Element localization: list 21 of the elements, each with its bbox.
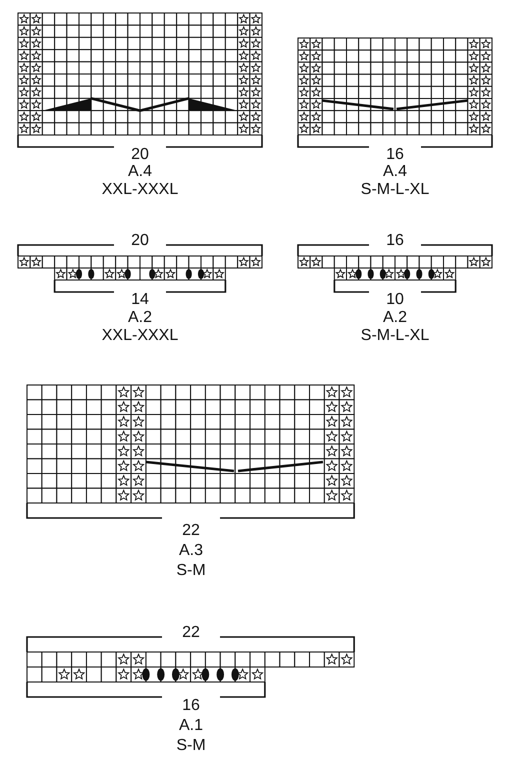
stitch-count: 10	[386, 292, 404, 308]
stitch-count: 16	[386, 147, 404, 163]
stitch-count: 14	[131, 292, 149, 308]
chart-name: A.4	[383, 164, 407, 180]
stitch-count: 16	[386, 233, 404, 249]
chart-name: A.2	[383, 310, 407, 326]
stitch-count: 22	[182, 625, 200, 641]
chart-name: A.2	[128, 310, 152, 326]
size-range: S-M-L-XL	[360, 328, 430, 344]
stitch-count: 20	[131, 147, 149, 163]
size-range: S-M-L-XL	[360, 182, 430, 198]
size-range: S-M	[176, 738, 206, 754]
chart-name: A.1	[179, 718, 203, 734]
size-range: S-M	[176, 563, 206, 579]
stitch-count: 22	[182, 523, 200, 539]
size-range: XXL-XXXL	[102, 328, 178, 344]
size-range: XXL-XXXL	[102, 182, 178, 198]
stitch-count: 16	[182, 698, 200, 714]
chart-name: A.4	[128, 164, 152, 180]
chart-name: A.3	[179, 543, 203, 559]
stitch-count: 20	[131, 233, 149, 249]
